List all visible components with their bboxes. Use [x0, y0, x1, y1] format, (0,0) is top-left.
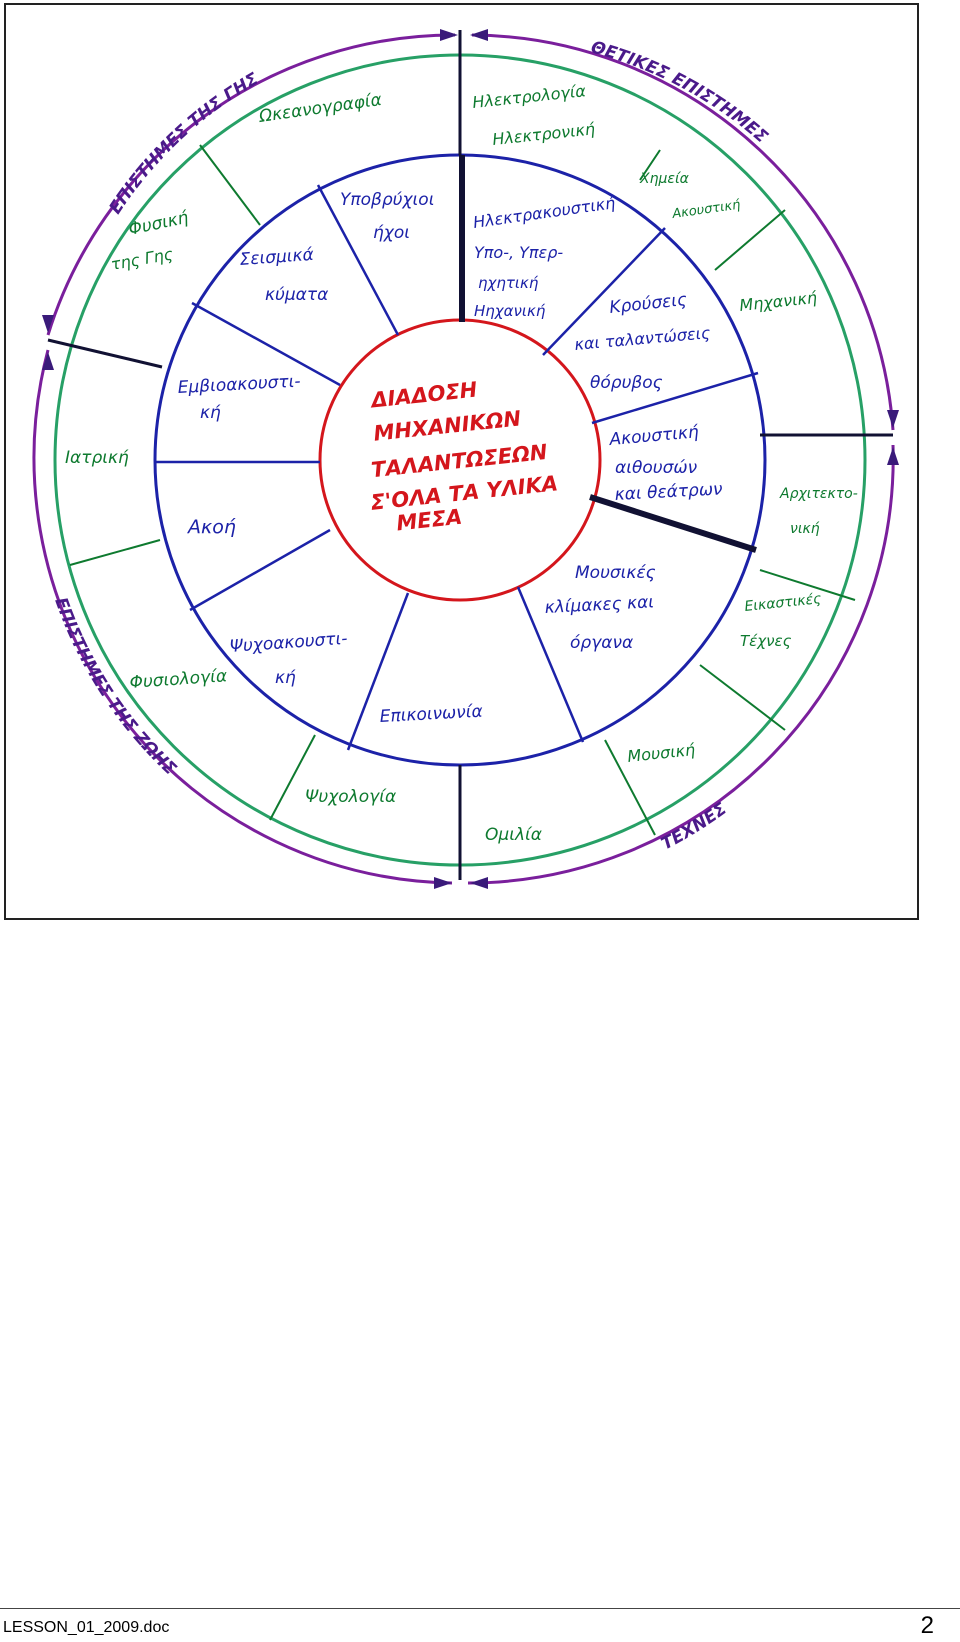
- arrow-heads: [42, 29, 899, 889]
- inner-label-electroacoustics-3: ηχητική: [478, 274, 539, 292]
- inner-label-electroacoustics-4: Ηηχανική: [474, 302, 546, 320]
- outer-label-oceanography: Ωκεανογραφία: [257, 90, 383, 127]
- arrow-bottom-right: [470, 877, 488, 889]
- outer-boundary-arcs: [32, 33, 895, 885]
- inner-label-bioacoustics-2: κή: [200, 403, 221, 423]
- outer-label-medicine: Ιατρική: [65, 448, 129, 468]
- outer-label-mechanics: Μηχανική: [738, 288, 817, 315]
- inner-label-underwater-2: ήχοι: [373, 223, 410, 243]
- inner-label-hearing: Ακοή: [186, 516, 236, 538]
- arrow-top-left: [440, 29, 458, 41]
- inner-label-bioacoustics-1: Εμβιοακουστι-: [177, 372, 301, 398]
- inner-ring-dividers: [155, 184, 759, 751]
- outer-label-acoustics: Ακουστική: [670, 197, 742, 222]
- arrow-bottom-left: [434, 877, 452, 889]
- outer-label-fine-arts-1: Εικαστικές: [744, 591, 822, 615]
- center-line-1: ΔΙΑΔΟΣΗ: [368, 378, 479, 413]
- outer-label-chemistry: Χημεία: [639, 171, 690, 187]
- inner-label-room-acoustics-1: Ακουστική: [608, 422, 700, 450]
- outer-label-geophysics-1: Φυσική: [127, 208, 191, 240]
- inner-label-music-scales-1: Μουσικές: [575, 563, 656, 583]
- arrow-left-bottom: [42, 352, 54, 370]
- outer-label-psychology: Ψυχολογία: [305, 787, 396, 807]
- arc-life-sciences: [32, 349, 453, 885]
- inner-label-music-scales-3: όργανα: [570, 633, 633, 653]
- outer-label-architecture-2: νική: [790, 521, 820, 537]
- inner-label-seismic-2: κύματα: [265, 285, 328, 305]
- outer-label-electronics-1: Ηλεκτρολογία: [471, 81, 587, 112]
- arrow-left-top: [42, 315, 54, 333]
- center-line-2: ΜΗΧΑΝΙΚΩΝ: [372, 406, 522, 445]
- outer-label-music: Μουσική: [626, 740, 696, 766]
- inner-label-music-scales-2: κλίμακες και: [544, 592, 654, 618]
- outer-label-fine-arts-2: Τέχνες: [740, 632, 792, 650]
- inner-label-communication: Επικοινωνία: [379, 702, 483, 727]
- inner-label-impacts-3: θόρυβος: [590, 373, 663, 393]
- inner-label-underwater-1: Υποβρύχιοι: [340, 190, 434, 210]
- center-title: ΔΙΑΔΟΣΗ ΜΗΧΑΝΙΚΩΝ ΤΑΛΑΝΤΩΣΕΩΝ Σ'ΟΛΑ ΤΑ Υ…: [368, 378, 559, 536]
- outer-label-speech: Ομιλία: [485, 825, 542, 845]
- outer-label-electronics-2: Ηλεκτρονική: [491, 119, 595, 149]
- arrow-top-right: [470, 29, 488, 41]
- inner-label-electroacoustics-1: Ηλεκτρακουστική: [472, 193, 616, 232]
- footer-page-number: 2: [920, 1612, 934, 1639]
- arc-arts: [467, 444, 895, 885]
- acoustics-wheel-diagram: ΔΙΑΔΟΣΗ ΜΗΧΑΝΙΚΩΝ ΤΑΛΑΝΤΩΣΕΩΝ Σ'ΟΛΑ ΤΑ Υ…: [32, 29, 899, 889]
- footer-rule: [0, 1608, 960, 1609]
- major-separators: [47, 30, 893, 880]
- inner-label-electroacoustics-2: Υπο-, Υπερ-: [474, 243, 563, 262]
- inner-label-room-acoustics-2: αιθουσών: [615, 458, 698, 478]
- inner-label-psychoacoustics-2: κή: [275, 668, 296, 688]
- inner-label-seismic-1: Σεισμικά: [239, 245, 314, 270]
- outer-ring-dividers: [69, 144, 856, 836]
- outer-label-physiology: Φυσιολογία: [129, 666, 228, 693]
- footer-filename: LESSON_01_2009.doc: [3, 1619, 170, 1636]
- inner-label-impacts-2: και ταλαντώσεις: [574, 323, 711, 354]
- arrow-right-top: [887, 410, 899, 428]
- inner-label-room-acoustics-3: και θεάτρων: [614, 479, 723, 505]
- arrow-right-bottom: [887, 447, 899, 465]
- inner-label-impacts-1: Κρούσεις: [608, 290, 688, 318]
- outer-label-architecture-1: Αρχιτεκτο-: [779, 486, 858, 502]
- outer-label-geophysics-2: της Γης: [109, 244, 174, 274]
- inner-label-psychoacoustics-1: Ψυχοακουστι-: [229, 629, 348, 657]
- arc-exact-sciences: [471, 33, 895, 431]
- arc-earth-sciences: [46, 33, 456, 336]
